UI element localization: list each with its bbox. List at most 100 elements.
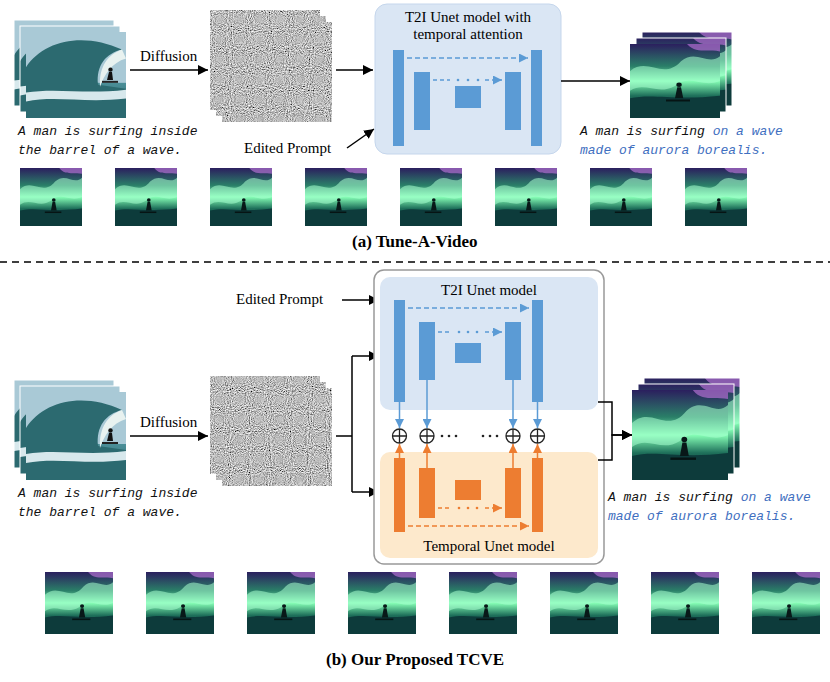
ellipsis-dots [457,79,480,82]
unet-bar [455,86,481,108]
noise-frame [222,22,332,122]
unet-bar [419,322,435,380]
unet-shape [393,50,542,146]
video-frame [630,44,720,118]
skip-arrow [438,507,452,509]
noise-stack [210,10,332,122]
output-video-stack [630,32,732,118]
model-container [374,270,604,564]
prompt-arrow [347,129,374,148]
section-divider [0,261,830,263]
unet-bar [532,458,543,532]
video-frame [632,390,728,480]
caption-text: A man is surfing [608,490,733,505]
skip-arrow [485,507,502,509]
result-frame [305,168,367,226]
noise-frame [222,388,332,486]
fusion-arrows [400,444,538,468]
unet-bar [414,72,430,130]
result-frames [45,572,820,634]
result-frame [651,572,719,634]
unet-shape [394,458,543,532]
unet-bar [505,322,521,380]
ellipsis-dots [458,331,479,334]
unet-bar [394,300,405,402]
result-frame [400,168,462,226]
arrow-label: Diffusion [140,414,197,431]
arrow-label: Edited Prompt [236,291,323,308]
result-frame [45,572,113,634]
ellipsis-dots [441,435,499,438]
output-video-stack [632,378,740,480]
connector-arrow [561,80,630,82]
video-caption: A man is surfing inside the barrel of a … [18,484,214,522]
result-frame [550,572,618,634]
result-frame [210,168,272,226]
connector-arrow [598,435,632,460]
unet-bar [532,300,543,402]
ellipsis-dots [458,507,479,510]
result-frame [20,168,82,226]
result-frame [247,572,315,634]
result-frame [115,168,177,226]
caption-text: A man is surfing [580,124,705,139]
result-frame [685,168,747,226]
input-arrow [336,69,373,71]
unet-bar [394,458,405,532]
unet-box-fill [375,4,561,154]
fusion-arrows [400,380,538,428]
input-video: A man is surfing inside the barrel of a … [26,392,126,480]
t2i-unet-box: T2I Unet model [380,277,598,410]
diffusion-arrow [130,435,208,437]
input-video-stack [14,20,126,118]
add-symbol [393,429,545,443]
result-frame [590,168,652,226]
caption-text: A man is surfing inside the barrel of a … [18,124,197,158]
arrow-label: Diffusion [140,48,197,65]
skip-arrow [485,331,502,333]
video-caption: A man is surfingon a wave made of aurora… [580,122,796,160]
video-frame [26,392,126,480]
result-frame [146,572,214,634]
video-caption: A man is surfing inside the barrel of a … [18,122,214,160]
unet-bar [455,343,481,363]
unet-bar [505,72,521,130]
skip-arrow [433,79,450,81]
diffusion-arrow [130,69,208,71]
output-video: A man is surfingon a wave made of aurora… [630,44,720,118]
unet-bar [419,468,435,518]
video-caption: A man is surfingon a wave made of aurora… [608,488,824,526]
caption-text: A man is surfing inside the barrel of a … [18,486,197,520]
subfigure-caption: (a) Tune-A-Video [352,232,477,252]
temporal-unet-box: Temporal Unet model [380,452,598,558]
skip-arrow [407,57,528,59]
unet-box: T2I Unet model with temporal attention [375,4,561,154]
skip-arrow [408,307,529,309]
temporal-box-fill [380,452,598,558]
result-frame [752,572,820,634]
box-title: T2I Unet model [380,277,598,299]
t2i-box-fill [380,277,598,410]
unet-bar [455,480,481,500]
output-video: A man is surfingon a wave made of aurora… [632,390,728,480]
box-title: Temporal Unet model [380,538,598,555]
result-frame [348,572,416,634]
result-frame [495,168,557,226]
noise-stack [210,376,332,486]
result-frames [20,168,747,226]
unet-shape [394,300,543,402]
box-title: T2I Unet model with temporal attention [375,4,561,43]
skip-arrow [485,79,502,81]
skip-arrow [408,525,529,527]
unet-bar [531,50,542,146]
input-video-stack [14,380,126,480]
input-video: A man is surfing inside the barrel of a … [26,32,126,118]
subfigure-caption: (b) Our Proposed TCVE [326,650,504,670]
split-line [336,356,352,492]
connector-arrow [598,402,632,435]
arrow-label: Edited Prompt [244,140,331,157]
result-frame [449,572,517,634]
unet-bar [393,50,404,146]
